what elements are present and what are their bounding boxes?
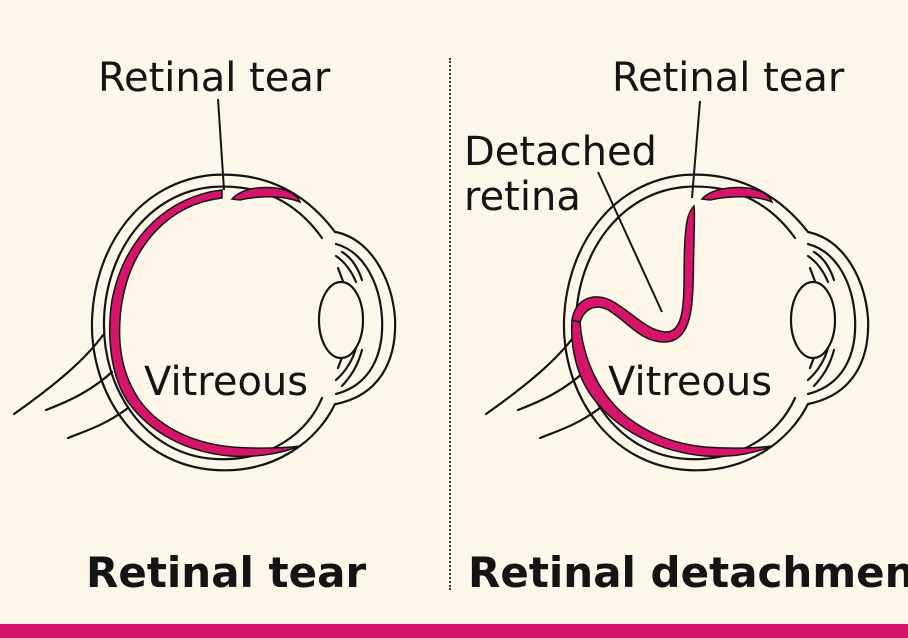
right-eye-retina <box>572 187 772 456</box>
left-eye-retina <box>110 187 300 456</box>
left-eye-lens <box>319 282 363 358</box>
left-retina-main <box>110 190 300 456</box>
right-vitreous-label: Vitreous <box>608 362 772 402</box>
left-eye-optic-nerve-mid <box>46 372 112 410</box>
right-eye-lens <box>791 282 835 358</box>
right-retina-upper <box>702 187 772 202</box>
bottom-accent-bar <box>0 624 908 638</box>
left-caption: Retinal tear <box>86 552 366 594</box>
left-vitreous-label: Vitreous <box>144 362 308 402</box>
left-eye-sclera-outer <box>92 175 335 471</box>
right-tear-leader <box>692 101 700 198</box>
left-retina-flap <box>232 187 300 202</box>
right-retinal-tear-label: Retinal tear <box>612 58 844 98</box>
left-retinal-tear-label: Retinal tear <box>98 58 330 98</box>
panel-divider <box>449 58 451 590</box>
left-tear-leader <box>218 99 224 190</box>
right-eye-optic-nerve-top <box>486 335 575 414</box>
right-eye-optic-nerve-bottom <box>540 408 600 438</box>
right-retina-detached <box>572 206 694 342</box>
left-eye-sclera-inner <box>104 187 322 460</box>
left-eye-optic-nerve-top <box>14 335 103 414</box>
left-eye <box>14 175 395 471</box>
detached-retina-label: Detached retina <box>464 130 669 220</box>
left-eye-optic-nerve-bottom <box>68 408 128 438</box>
right-caption: Retinal detachment <box>468 552 908 594</box>
right-eye-optic-nerve-mid <box>518 372 584 410</box>
